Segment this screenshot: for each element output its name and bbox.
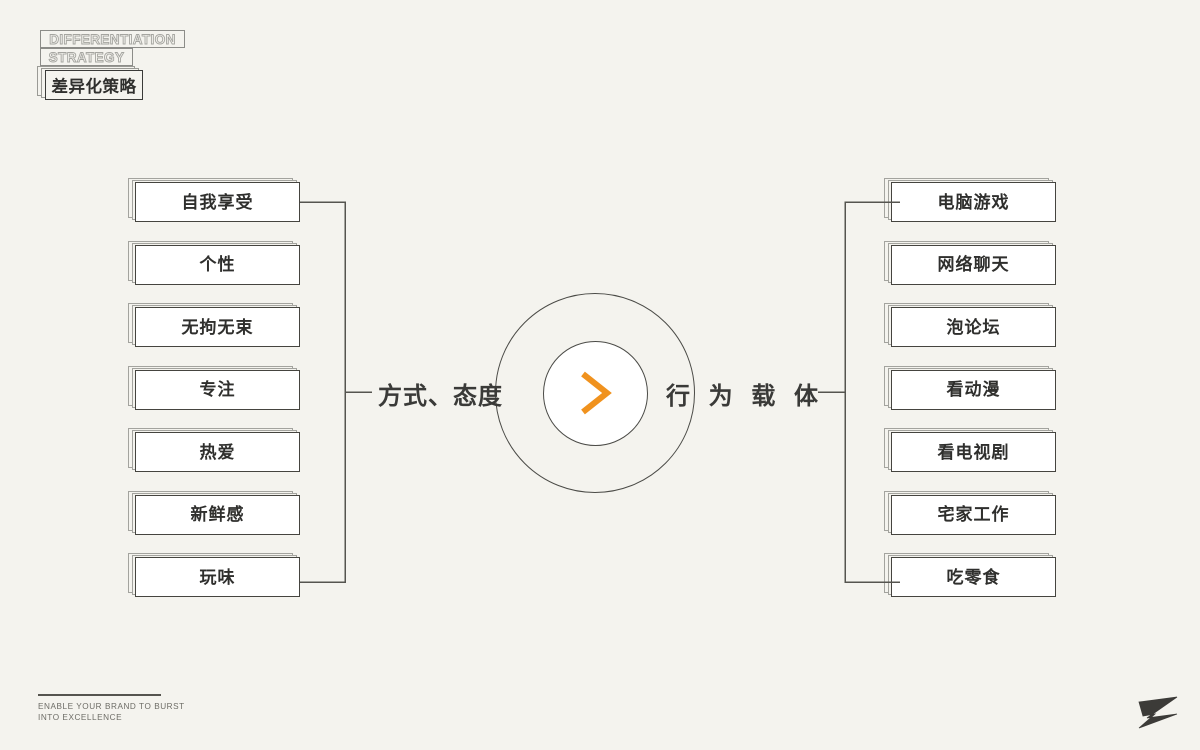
list-item[interactable]: 无拘无束 bbox=[128, 303, 300, 347]
list-item[interactable]: 新鲜感 bbox=[128, 490, 300, 535]
list-item[interactable]: 网络聊天 bbox=[884, 240, 1056, 285]
card-label: 看电视剧 bbox=[937, 442, 1010, 462]
card-label: 热爱 bbox=[199, 442, 236, 462]
center-hub bbox=[495, 293, 695, 493]
card-label: 吃零食 bbox=[946, 567, 1001, 587]
list-item[interactable]: 玩味 bbox=[128, 553, 300, 597]
card-label: 自我享受 bbox=[181, 192, 254, 212]
card-layer-front: 看电视剧 bbox=[891, 432, 1056, 472]
logo-english-line2-box: STRATEGY bbox=[40, 48, 133, 66]
brand-logo: DIFFERENTIATION STRATEGY 差异化策略 bbox=[28, 26, 228, 106]
card-label: 泡论坛 bbox=[946, 317, 1001, 337]
card-layer-front: 玩味 bbox=[135, 557, 300, 597]
logo-english-line2: STRATEGY bbox=[48, 49, 125, 65]
card-layer-front: 电脑游戏 bbox=[891, 182, 1056, 222]
logo-chinese-plate: 差异化策略 bbox=[37, 66, 143, 100]
card-layer-front: 网络聊天 bbox=[891, 244, 1056, 285]
card-label: 看动漫 bbox=[946, 380, 1001, 399]
inner-circle[interactable] bbox=[542, 340, 648, 446]
card-label: 网络聊天 bbox=[937, 255, 1010, 274]
logo-english-line1-box: DIFFERENTIATION bbox=[40, 30, 185, 48]
card-label: 玩味 bbox=[199, 567, 236, 587]
left-attribute-column: 自我享受 个性 无拘无束 专注 热爱 新鲜感 bbox=[128, 178, 308, 616]
list-item[interactable]: 热爱 bbox=[128, 428, 300, 472]
list-item[interactable]: 吃零食 bbox=[884, 553, 1056, 597]
logo-english-line1: DIFFERENTIATION bbox=[49, 31, 176, 47]
card-label: 宅家工作 bbox=[937, 505, 1010, 524]
card-layer-front: 看动漫 bbox=[891, 369, 1056, 410]
card-label: 新鲜感 bbox=[190, 505, 245, 524]
card-layer-front: 吃零食 bbox=[891, 557, 1056, 597]
hub-label-right: 行 为 载 体 bbox=[666, 382, 825, 410]
footer-tagline: ENABLE YOUR BRAND TO BURST INTO EXCELLEN… bbox=[38, 694, 218, 723]
footer-divider bbox=[38, 694, 161, 697]
footer-line-2: INTO EXCELLENCE bbox=[38, 713, 123, 723]
brand-mark-z-icon bbox=[1138, 696, 1178, 729]
chevron-right-icon bbox=[581, 371, 612, 415]
card-layer-front: 泡论坛 bbox=[891, 307, 1056, 347]
card-layer-front: 宅家工作 bbox=[891, 494, 1056, 535]
card-layer-front: 专注 bbox=[135, 369, 300, 410]
card-layer-front: 个性 bbox=[135, 244, 300, 285]
footer-line-1: ENABLE YOUR BRAND TO BURST bbox=[38, 702, 185, 712]
card-label: 电脑游戏 bbox=[937, 192, 1010, 212]
card-layer-front: 新鲜感 bbox=[135, 494, 300, 535]
list-item[interactable]: 自我享受 bbox=[128, 178, 300, 222]
right-behavior-column: 电脑游戏 网络聊天 泡论坛 看动漫 看电视剧 宅家工作 bbox=[884, 178, 1064, 616]
logo-chinese-label: 差异化策略 bbox=[51, 78, 137, 96]
outer-ring bbox=[495, 293, 695, 493]
list-item[interactable]: 看动漫 bbox=[884, 365, 1056, 410]
card-label: 无拘无束 bbox=[181, 317, 254, 337]
card-layer-front: 热爱 bbox=[135, 432, 300, 472]
card-layer-front: 无拘无束 bbox=[135, 307, 300, 347]
list-item[interactable]: 电脑游戏 bbox=[884, 178, 1056, 222]
card-layer-front: 自我享受 bbox=[135, 182, 300, 222]
hub-label-left: 方式、态度 bbox=[378, 382, 503, 410]
card-label: 个性 bbox=[199, 255, 236, 274]
list-item[interactable]: 个性 bbox=[128, 240, 300, 285]
list-item[interactable]: 宅家工作 bbox=[884, 490, 1056, 535]
list-item[interactable]: 专注 bbox=[128, 365, 300, 410]
list-item[interactable]: 看电视剧 bbox=[884, 428, 1056, 472]
logo-plate-layer-front: 差异化策略 bbox=[45, 70, 143, 100]
card-label: 专注 bbox=[199, 380, 236, 399]
list-item[interactable]: 泡论坛 bbox=[884, 303, 1056, 347]
